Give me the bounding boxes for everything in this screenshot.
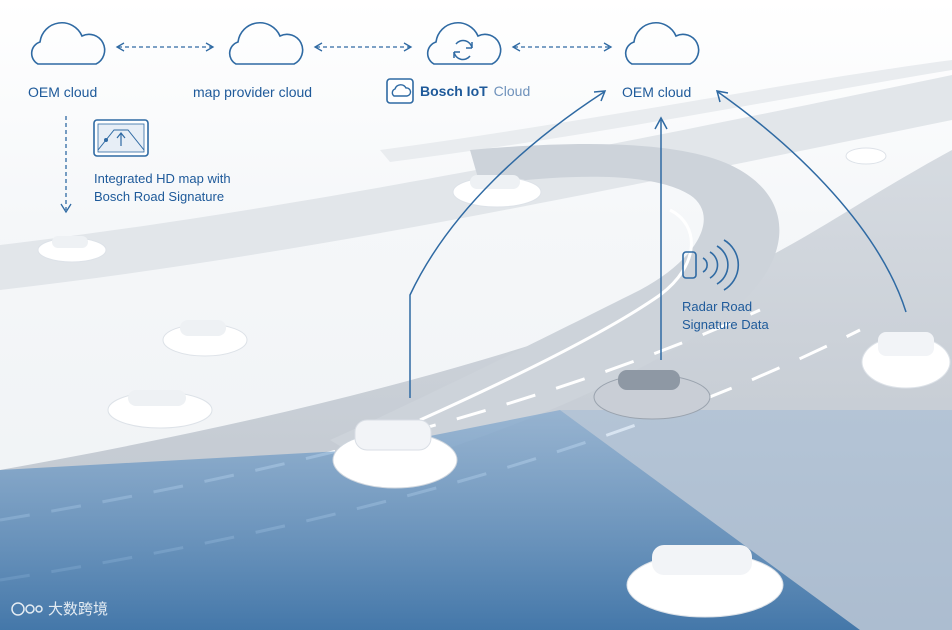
label-oem-cloud-right: OEM cloud <box>622 84 692 100</box>
hd-map-icon <box>93 119 149 157</box>
hd-map-caption: Integrated HD map with Bosch Road Signat… <box>94 170 231 206</box>
watermark-text: 大数跨境 <box>48 601 109 618</box>
hd-map-caption-line1: Integrated HD map with <box>94 171 231 186</box>
watermark: 大数跨境 <box>10 598 108 619</box>
upload-arrow-from-silver-car <box>654 116 668 360</box>
dashed-double-arrow <box>511 42 613 52</box>
car-right-far <box>845 147 887 165</box>
upload-arrow-from-sensing-car <box>409 90 607 398</box>
car-ramp-top <box>452 175 542 208</box>
radar-caption-line2: Signature Data <box>682 317 769 332</box>
label-oem-cloud-left: OEM cloud <box>28 84 98 100</box>
car-left-lane <box>107 390 213 429</box>
radar-caption-line1: Radar Road <box>682 299 753 314</box>
bosch-iot-cloud-icon <box>386 78 414 104</box>
ramp-inner-edge <box>419 208 693 422</box>
hd-map-caption-line2: Bosch Road Signature <box>94 189 225 204</box>
bosch-iot-text: Bosch IoT <box>420 83 488 99</box>
car-foreground <box>626 545 784 618</box>
radar-caption: Radar Road Signature Data <box>682 298 769 334</box>
curved-ramp <box>330 144 780 471</box>
background-road-far <box>380 60 952 162</box>
upload-arrow-from-suv <box>715 90 907 313</box>
cloud-icon-bosch-iot <box>426 22 502 65</box>
car-silver <box>593 370 711 420</box>
car-sensing <box>332 419 458 489</box>
dashed-down-arrow <box>60 116 72 214</box>
cloud-text: Cloud <box>493 83 531 99</box>
car-right-suv <box>861 332 951 389</box>
car-mid-left <box>162 320 248 357</box>
cloud-icon-map-provider <box>228 22 304 65</box>
cloud-icon-oem-right <box>624 22 700 65</box>
cloud-icon-oem-left <box>30 22 106 65</box>
dashed-double-arrow <box>115 42 215 52</box>
dashed-double-arrow <box>313 42 413 52</box>
watermark-logo-icon <box>11 601 43 616</box>
sync-icon <box>453 39 473 61</box>
label-map-provider-cloud: map provider cloud <box>193 84 313 100</box>
car-far-left <box>37 236 107 263</box>
radar-icon <box>682 239 740 291</box>
bosch-iot-cloud-label: Bosch IoT Cloud <box>386 77 530 105</box>
sensor-field-light <box>560 410 952 630</box>
